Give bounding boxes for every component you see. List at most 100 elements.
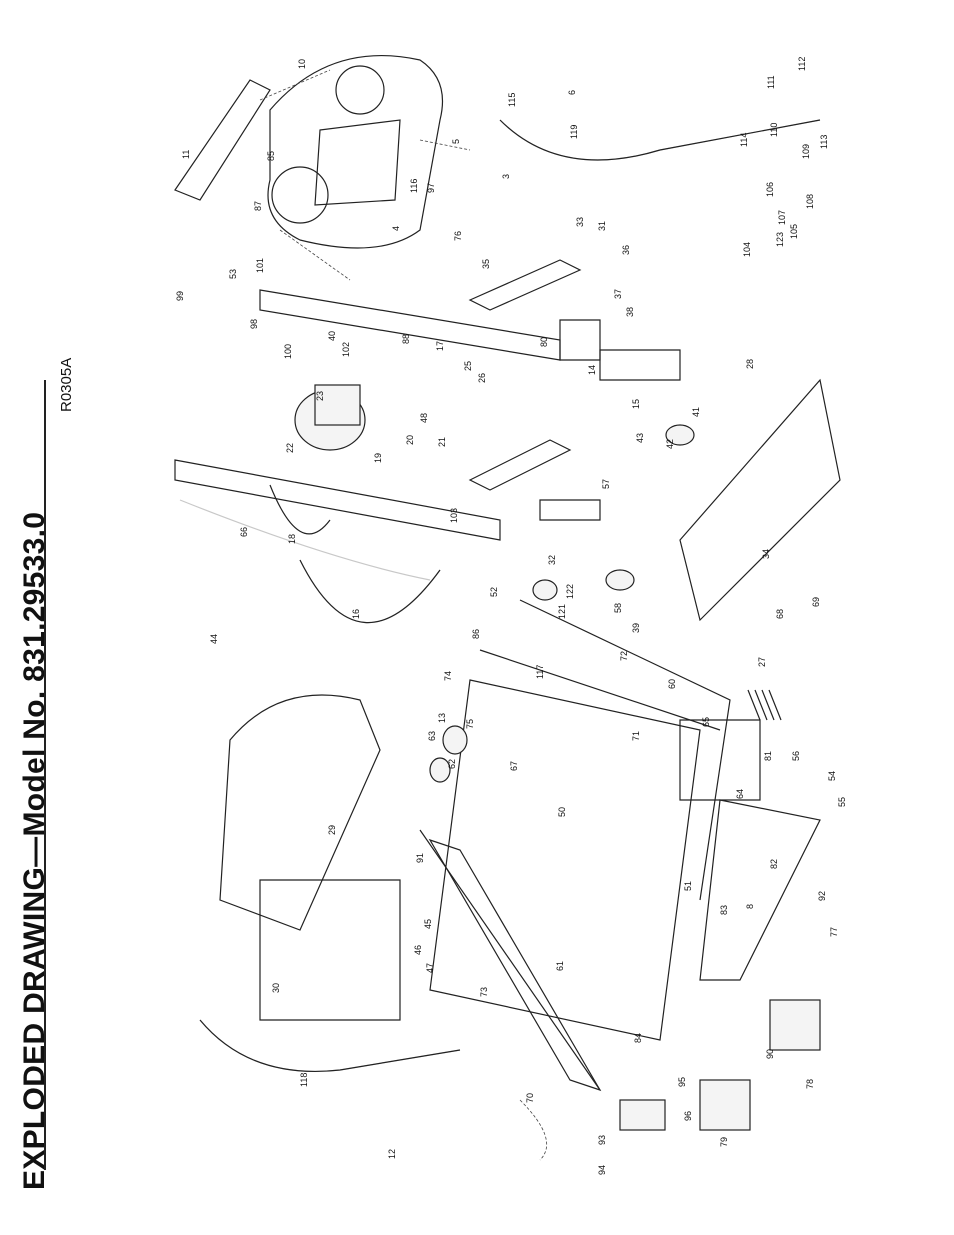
callout: 98 bbox=[249, 319, 259, 329]
callout: 94 bbox=[597, 1165, 607, 1175]
callout: 21 bbox=[437, 437, 447, 447]
callout: 61 bbox=[555, 961, 565, 971]
callout: 32 bbox=[547, 555, 557, 565]
callout: 118 bbox=[299, 1073, 309, 1087]
callout: 100 bbox=[283, 344, 293, 359]
callout: 28 bbox=[745, 359, 755, 369]
callout: 45 bbox=[423, 919, 433, 929]
callout: 42 bbox=[665, 439, 675, 449]
callout: 41 bbox=[691, 407, 701, 417]
callout: 60 bbox=[667, 679, 677, 689]
wires bbox=[519, 689, 782, 1161]
callout: 26 bbox=[477, 373, 487, 383]
callout: 44 bbox=[209, 634, 219, 644]
callout: 65 bbox=[701, 717, 711, 727]
callout: 62 bbox=[447, 759, 457, 769]
callout: 55 bbox=[837, 797, 847, 807]
callout: 123 bbox=[775, 232, 785, 247]
callout: 35 bbox=[481, 259, 491, 269]
callout: 112 bbox=[797, 57, 807, 71]
callout: 105 bbox=[789, 224, 799, 239]
callout: 83 bbox=[719, 905, 729, 915]
callout: 81 bbox=[763, 751, 773, 761]
callout: 52 bbox=[489, 587, 499, 597]
handrails bbox=[179, 119, 821, 1073]
callout: 68 bbox=[775, 609, 785, 619]
callout: 30 bbox=[271, 983, 281, 993]
callout: 85 bbox=[266, 151, 276, 161]
callout: 78 bbox=[805, 1079, 815, 1089]
callout: 34 bbox=[761, 549, 771, 559]
callout: 113 bbox=[819, 135, 829, 149]
callout: 99 bbox=[175, 291, 185, 301]
callout: 103 bbox=[449, 508, 459, 523]
callout: 76 bbox=[453, 231, 463, 241]
callout: 48 bbox=[419, 413, 429, 423]
callout: 107 bbox=[777, 210, 787, 225]
callout: 115 bbox=[507, 93, 517, 107]
callout: 37 bbox=[613, 289, 623, 299]
callout: 19 bbox=[373, 453, 383, 463]
callout: 114 bbox=[739, 133, 749, 147]
callout: 69 bbox=[811, 597, 821, 607]
callout: 5 bbox=[451, 139, 461, 144]
callout: 17 bbox=[435, 341, 445, 351]
callout: 11 bbox=[181, 150, 191, 159]
callout: 102 bbox=[341, 342, 351, 357]
callout: 96 bbox=[683, 1111, 693, 1121]
callout: 66 bbox=[239, 527, 249, 537]
callout: 86 bbox=[471, 629, 481, 639]
callout: 36 bbox=[621, 245, 631, 255]
callout: 39 bbox=[631, 623, 641, 633]
callout: 121 bbox=[557, 604, 567, 619]
callout: 38 bbox=[625, 307, 635, 317]
callout: 91 bbox=[415, 853, 425, 863]
callout: 15 bbox=[631, 399, 641, 409]
base-plate bbox=[679, 378, 841, 622]
callout: 70 bbox=[525, 1093, 535, 1103]
hood bbox=[219, 694, 401, 1021]
callout: 109 bbox=[801, 144, 811, 159]
callout: 58 bbox=[613, 603, 623, 613]
callout: 50 bbox=[557, 807, 567, 817]
callout: 51 bbox=[683, 881, 693, 891]
callout: 79 bbox=[719, 1137, 729, 1147]
callout: 106 bbox=[765, 182, 775, 197]
callout: 111 bbox=[766, 75, 776, 89]
callout: 67 bbox=[509, 761, 519, 771]
callout: 72 bbox=[619, 651, 629, 661]
callout: 71 bbox=[631, 731, 641, 741]
callout: 33 bbox=[575, 217, 585, 227]
console-assembly bbox=[174, 54, 471, 281]
callout: 14 bbox=[587, 365, 597, 375]
callout: 12 bbox=[387, 1149, 397, 1159]
callout: 54 bbox=[827, 771, 837, 781]
callout: 13 bbox=[437, 713, 447, 723]
callout: 43 bbox=[635, 433, 645, 443]
callout: 73 bbox=[479, 987, 489, 997]
callout: 122 bbox=[565, 584, 575, 599]
callout: 8 bbox=[745, 904, 755, 909]
title-underline bbox=[44, 380, 46, 1170]
callout: 95 bbox=[677, 1077, 687, 1087]
callout: 77 bbox=[829, 927, 839, 937]
rear-frame bbox=[679, 719, 821, 981]
callout: 10 bbox=[297, 59, 307, 69]
upright-frame bbox=[174, 259, 681, 541]
callout: 27 bbox=[757, 657, 767, 667]
callout: 31 bbox=[597, 221, 607, 231]
callout: 93 bbox=[597, 1135, 607, 1145]
motor bbox=[269, 384, 366, 535]
callout: 46 bbox=[413, 945, 423, 955]
callout: 116 bbox=[409, 179, 419, 193]
callout: 119 bbox=[569, 125, 579, 139]
callout: 80 bbox=[539, 337, 549, 347]
callout: 97 bbox=[426, 183, 436, 193]
callout: 57 bbox=[601, 479, 611, 489]
callout: 47 bbox=[425, 963, 435, 973]
callout: 92 bbox=[817, 891, 827, 901]
callout: 6 bbox=[567, 90, 577, 95]
callout: 29 bbox=[327, 825, 337, 835]
lift-motor bbox=[619, 999, 821, 1131]
